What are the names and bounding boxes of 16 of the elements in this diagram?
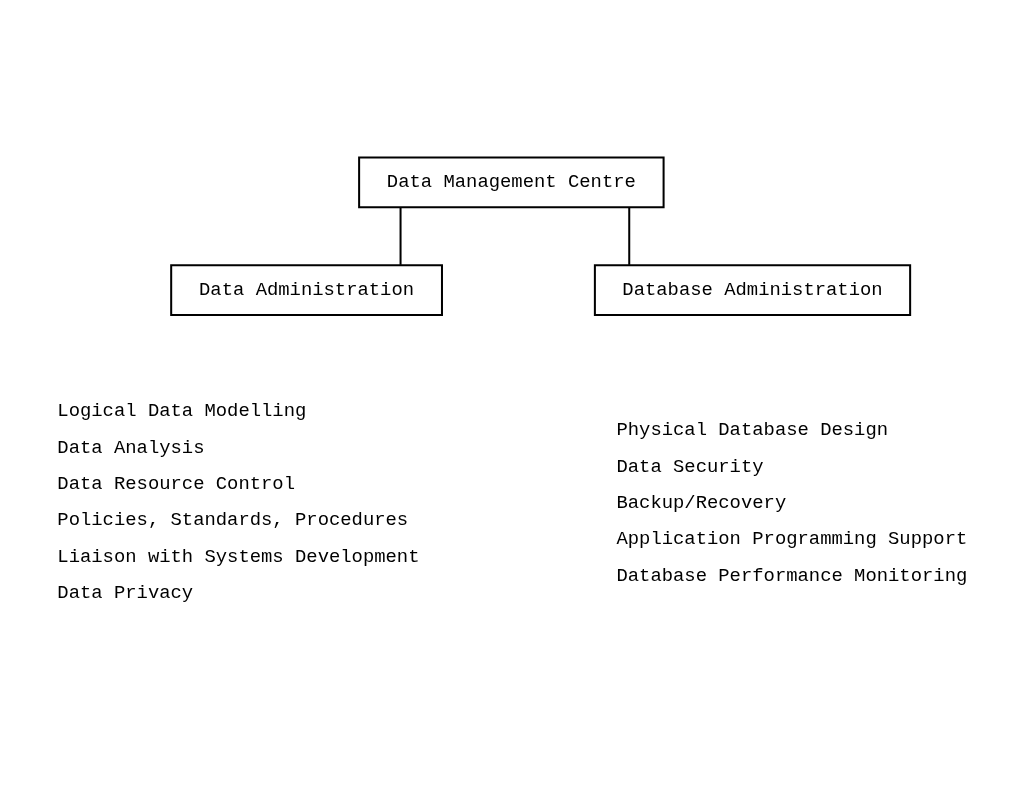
node-label: Data Privacy xyxy=(57,582,194,605)
node-box: Database Administration xyxy=(593,264,912,316)
node-label: Policies, Standards, Procedures xyxy=(57,509,409,532)
node-label: Database Performance Monitoring xyxy=(616,564,968,587)
node-box: Data Administration xyxy=(170,264,443,316)
node-label: Logical Data Modelling xyxy=(57,400,307,423)
node-label: Data Security xyxy=(616,455,764,478)
node-label: Backup/Recovery xyxy=(616,491,787,514)
node-label: Physical Database Design xyxy=(616,419,889,442)
node-label: Data Resource Control xyxy=(57,473,296,496)
node-box: Data Management Centre xyxy=(358,156,665,209)
node-label: Liaison with Systems Development xyxy=(57,545,420,568)
connector xyxy=(628,207,631,265)
connector xyxy=(399,207,402,265)
node-label: Data Analysis xyxy=(57,436,205,459)
node-label: Application Programming Support xyxy=(616,528,968,551)
